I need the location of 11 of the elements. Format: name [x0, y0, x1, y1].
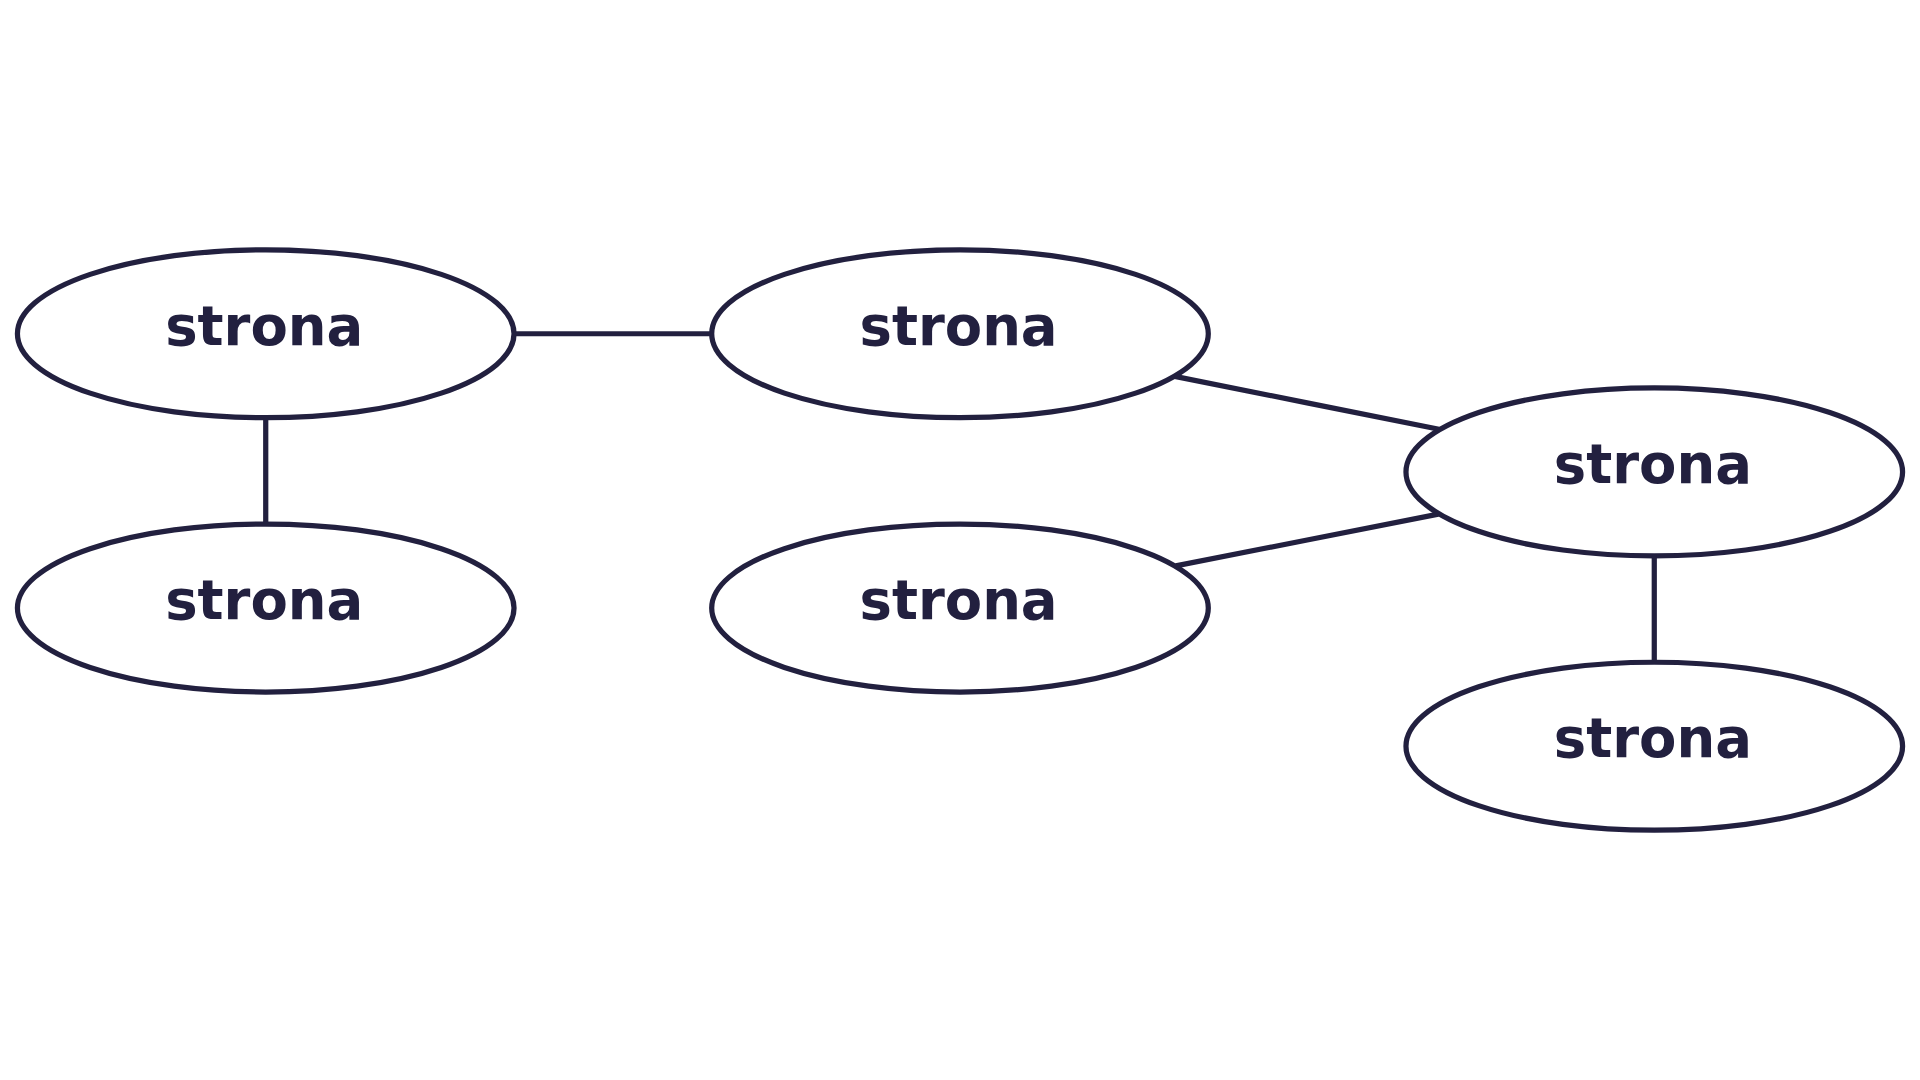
node-ellipse: strona [14, 247, 517, 421]
connector [1174, 373, 1440, 432]
connector [1651, 556, 1657, 662]
node-ellipse: strona [1403, 659, 1906, 833]
node-ellipse: strona [709, 247, 1211, 421]
node-ellipse: strona [14, 521, 517, 695]
connector [263, 418, 269, 524]
node-ellipse: strona [709, 521, 1211, 695]
connector [1175, 511, 1439, 569]
connector [515, 331, 711, 337]
node-ellipse: strona [1403, 385, 1906, 559]
